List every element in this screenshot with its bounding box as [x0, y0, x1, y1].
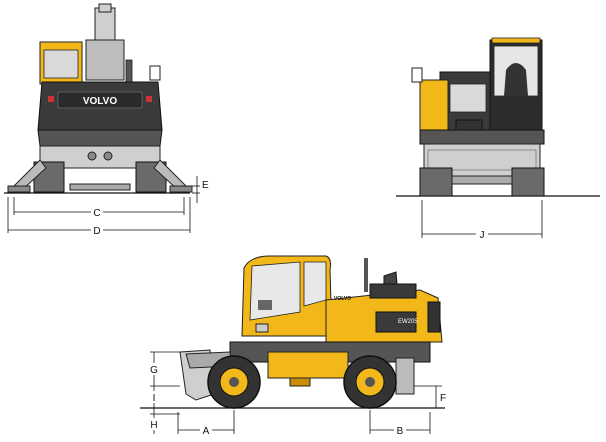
label-a: A: [203, 426, 210, 437]
dimension-j: J: [421, 200, 543, 241]
front-wheel: [207, 355, 261, 409]
rear-wheel: [343, 355, 397, 409]
front-view: J: [396, 37, 600, 241]
dimension-h: H: [148, 408, 180, 434]
rear-logo-text: VOLVO: [83, 96, 117, 107]
dimension-a: A: [177, 410, 235, 437]
label-g: G: [150, 365, 158, 376]
dimension-c: C: [13, 197, 185, 219]
label-f: F: [440, 393, 446, 404]
side-logo: VOLVO: [334, 296, 351, 302]
dimension-i: I: [148, 386, 180, 409]
label-i: I: [153, 393, 156, 404]
dimension-g: G: [148, 351, 180, 387]
label-c: C: [93, 208, 100, 219]
label-d: D: [93, 226, 100, 237]
label-j: J: [480, 230, 485, 241]
label-b: B: [397, 426, 404, 437]
dimension-f: F: [414, 385, 446, 408]
model-badge: EW205: [398, 319, 418, 325]
side-view: VOLVO EW205 G: [140, 255, 446, 437]
rear-view: VOLVO E C: [4, 3, 209, 237]
label-e: E: [202, 180, 209, 191]
dimension-d: D: [7, 197, 191, 237]
dimension-b: B: [369, 410, 431, 437]
dimension-e: E: [192, 176, 209, 203]
label-h: H: [150, 420, 157, 431]
